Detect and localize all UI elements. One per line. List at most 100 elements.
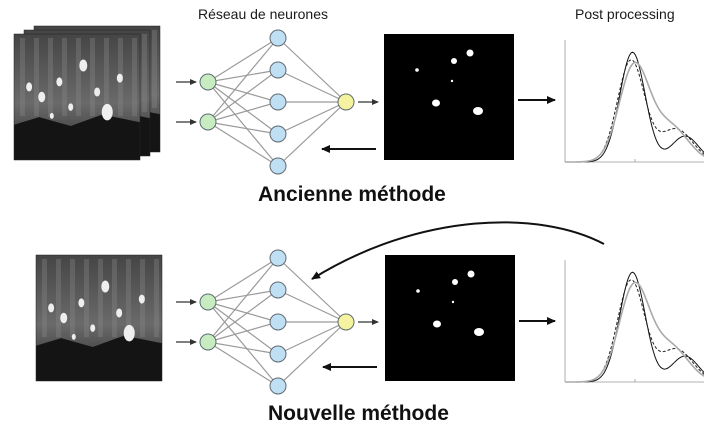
old-method-title: Ancienne méthode	[258, 183, 446, 206]
mask-blob	[467, 270, 475, 278]
hidden-node	[269, 157, 287, 175]
image-streak	[152, 30, 157, 109]
neural-network	[176, 249, 379, 395]
plot-background	[565, 40, 704, 162]
image-streak	[104, 38, 109, 117]
mask-blob	[474, 328, 484, 336]
image-droplet	[68, 103, 74, 111]
hidden-node	[269, 345, 287, 363]
mask-blob	[451, 58, 457, 64]
plot-background	[565, 260, 704, 382]
hidden-node	[269, 125, 287, 143]
input-node	[199, 113, 217, 131]
network-edge	[207, 121, 279, 167]
network-edge	[207, 257, 279, 343]
plot-curve-light	[565, 61, 704, 163]
output-node	[337, 93, 355, 111]
image-droplet	[79, 59, 88, 72]
new-method-title: Nouvelle méthode	[268, 402, 449, 425]
image-streak	[112, 259, 117, 338]
network-edge	[207, 341, 279, 387]
mask-background	[384, 34, 514, 160]
curved-feedback-arrow	[311, 221, 605, 280]
network-edge	[207, 81, 279, 103]
network-edge	[277, 69, 347, 103]
image-droplet	[26, 82, 33, 92]
image-droplet	[48, 303, 55, 313]
mask-blob	[450, 79, 454, 83]
image-droplet	[94, 87, 101, 97]
network-edge	[207, 37, 279, 83]
image-droplet	[71, 333, 76, 340]
image-frame-border	[35, 254, 163, 382]
image-streak	[126, 259, 131, 338]
image-streak	[76, 38, 81, 117]
network-edge	[277, 101, 347, 167]
image-streak	[98, 259, 103, 338]
network-edge	[207, 121, 279, 135]
image-streak	[142, 34, 147, 113]
network-edge	[207, 301, 279, 355]
hidden-node	[269, 313, 287, 331]
image-droplet	[90, 324, 96, 332]
mask-blob	[432, 99, 440, 107]
mask-background	[385, 255, 515, 381]
image-droplet	[123, 324, 135, 342]
image-droplet	[78, 298, 85, 308]
stacked-image-frame	[13, 33, 141, 161]
network-edge	[207, 289, 279, 343]
segmentation-mask-icon	[385, 255, 515, 381]
output-node	[337, 313, 355, 331]
network-edge	[277, 101, 347, 135]
network-edge	[277, 289, 347, 323]
network-edge	[207, 301, 279, 323]
plot-curve-solid	[565, 271, 704, 383]
image-droplet	[38, 91, 46, 103]
network-edge	[207, 257, 279, 303]
network-edge	[207, 341, 279, 355]
plot-curve-solid	[565, 51, 704, 163]
segmentation-mask-icon	[384, 34, 514, 160]
neural-network	[176, 29, 379, 175]
mask-blob	[466, 49, 474, 57]
network-edge	[277, 257, 347, 323]
network-edge	[277, 321, 347, 355]
network-edge	[207, 289, 279, 303]
mask-blob	[473, 107, 483, 115]
distribution-curve-plot-icon	[564, 260, 704, 383]
network-edge	[207, 321, 279, 343]
image-streak	[42, 259, 47, 338]
distribution-curve-plot-icon	[564, 40, 704, 163]
hidden-node	[269, 29, 287, 47]
hidden-node	[269, 377, 287, 395]
image-streak	[90, 38, 95, 117]
post-processing-title: Post processing	[575, 6, 675, 22]
image-droplet	[101, 103, 113, 121]
hidden-node	[269, 61, 287, 79]
image-droplet	[56, 77, 63, 87]
hidden-node	[269, 249, 287, 267]
hidden-node	[269, 93, 287, 111]
image-streak	[154, 259, 159, 338]
mask-blob	[451, 300, 455, 304]
image-streak	[48, 38, 53, 117]
image-streak	[56, 259, 61, 338]
network-edge	[277, 321, 347, 387]
image-droplet	[60, 312, 68, 324]
image-dark-region	[14, 114, 140, 160]
network-edge	[207, 301, 279, 387]
hidden-node	[269, 281, 287, 299]
network-edge	[207, 101, 279, 123]
plot-curve-light	[565, 281, 704, 383]
grayscale-image-stack-icon	[13, 25, 161, 161]
network-edge	[207, 81, 279, 135]
input-node	[199, 333, 217, 351]
image-dark-region	[36, 335, 162, 381]
image-droplet	[116, 308, 123, 318]
image-droplet	[101, 280, 110, 293]
image-streak	[132, 38, 137, 117]
network-edge	[207, 69, 279, 83]
mask-blob	[452, 279, 458, 285]
image-streak	[20, 38, 25, 117]
